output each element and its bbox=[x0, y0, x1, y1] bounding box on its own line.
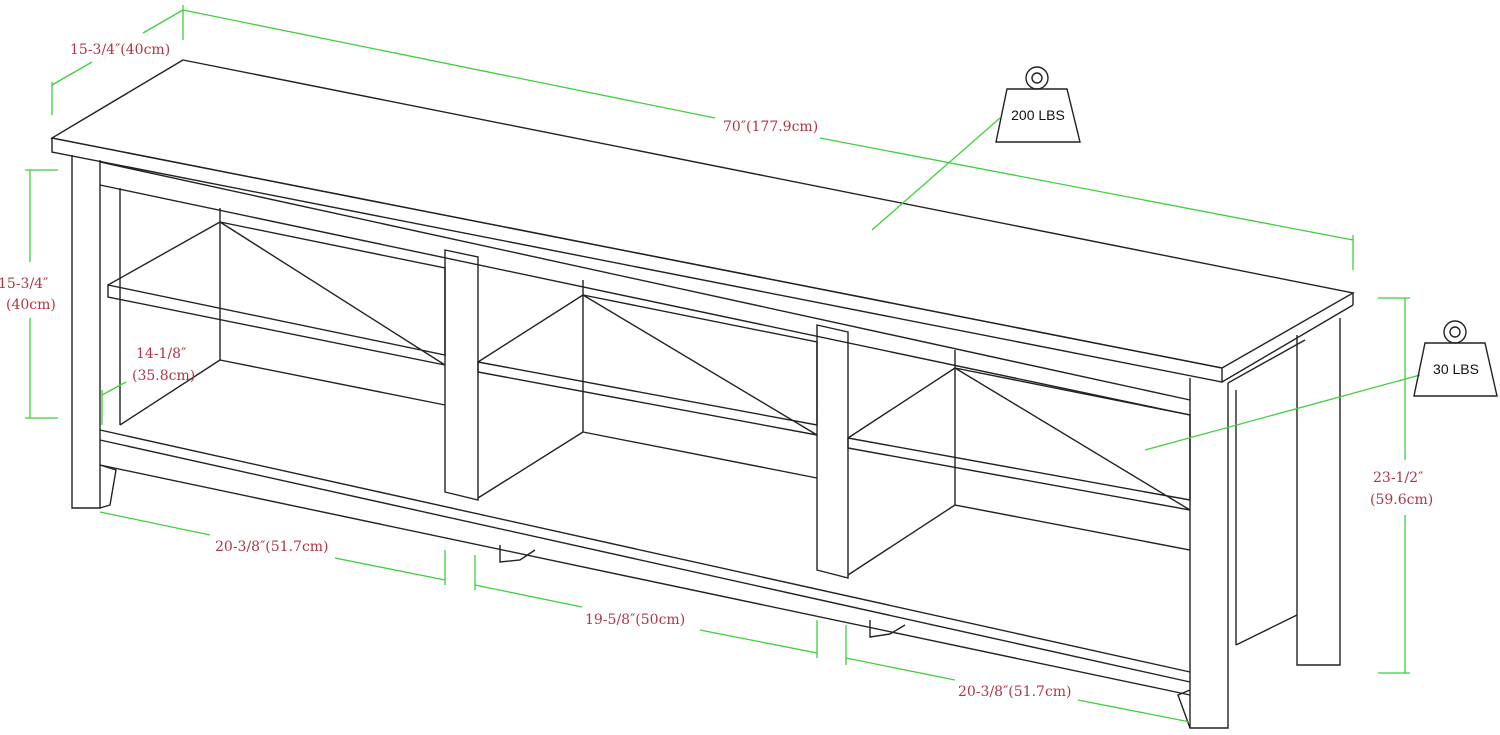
shelf-depth-label-1: 14-1/8″ bbox=[136, 346, 186, 362]
weight-icon-30lbs: 30 LBS bbox=[1413, 320, 1498, 397]
depth-top-label: 15-3/4″(40cm) bbox=[70, 42, 170, 58]
frame bbox=[99, 161, 1191, 696]
total-height-label-1: 23-1/2″ bbox=[1373, 470, 1423, 486]
side-height-label-2: (40cm) bbox=[6, 297, 56, 313]
weight-icon-200lbs: 200 LBS bbox=[995, 66, 1081, 143]
right-cubby-width-label: 20-3/8″(51.7cm) bbox=[958, 684, 1072, 700]
legs bbox=[71, 155, 1341, 729]
side-height-label-1: 15-3/4″ bbox=[0, 276, 48, 292]
tabletop bbox=[50, 59, 1355, 383]
dimension-lines bbox=[25, 5, 1421, 723]
shelves bbox=[107, 221, 1191, 511]
dividers bbox=[444, 249, 849, 579]
dimension-labels: 15-3/4″(40cm) 70″(177.9cm) 15-3/4″ (40cm… bbox=[0, 42, 1433, 700]
width-total-label: 70″(177.9cm) bbox=[723, 119, 818, 135]
middle-cubby-width-label: 19-5/8″(50cm) bbox=[585, 612, 685, 628]
left-cubby-width-label: 20-3/8″(51.7cm) bbox=[215, 539, 329, 555]
shelf-capacity-label: 30 LBS bbox=[1433, 361, 1479, 377]
top-capacity-label: 200 LBS bbox=[1011, 107, 1065, 123]
shelf-depth-label-2: (35.8cm) bbox=[132, 368, 195, 384]
total-height-label-2: (59.6cm) bbox=[1370, 492, 1433, 508]
